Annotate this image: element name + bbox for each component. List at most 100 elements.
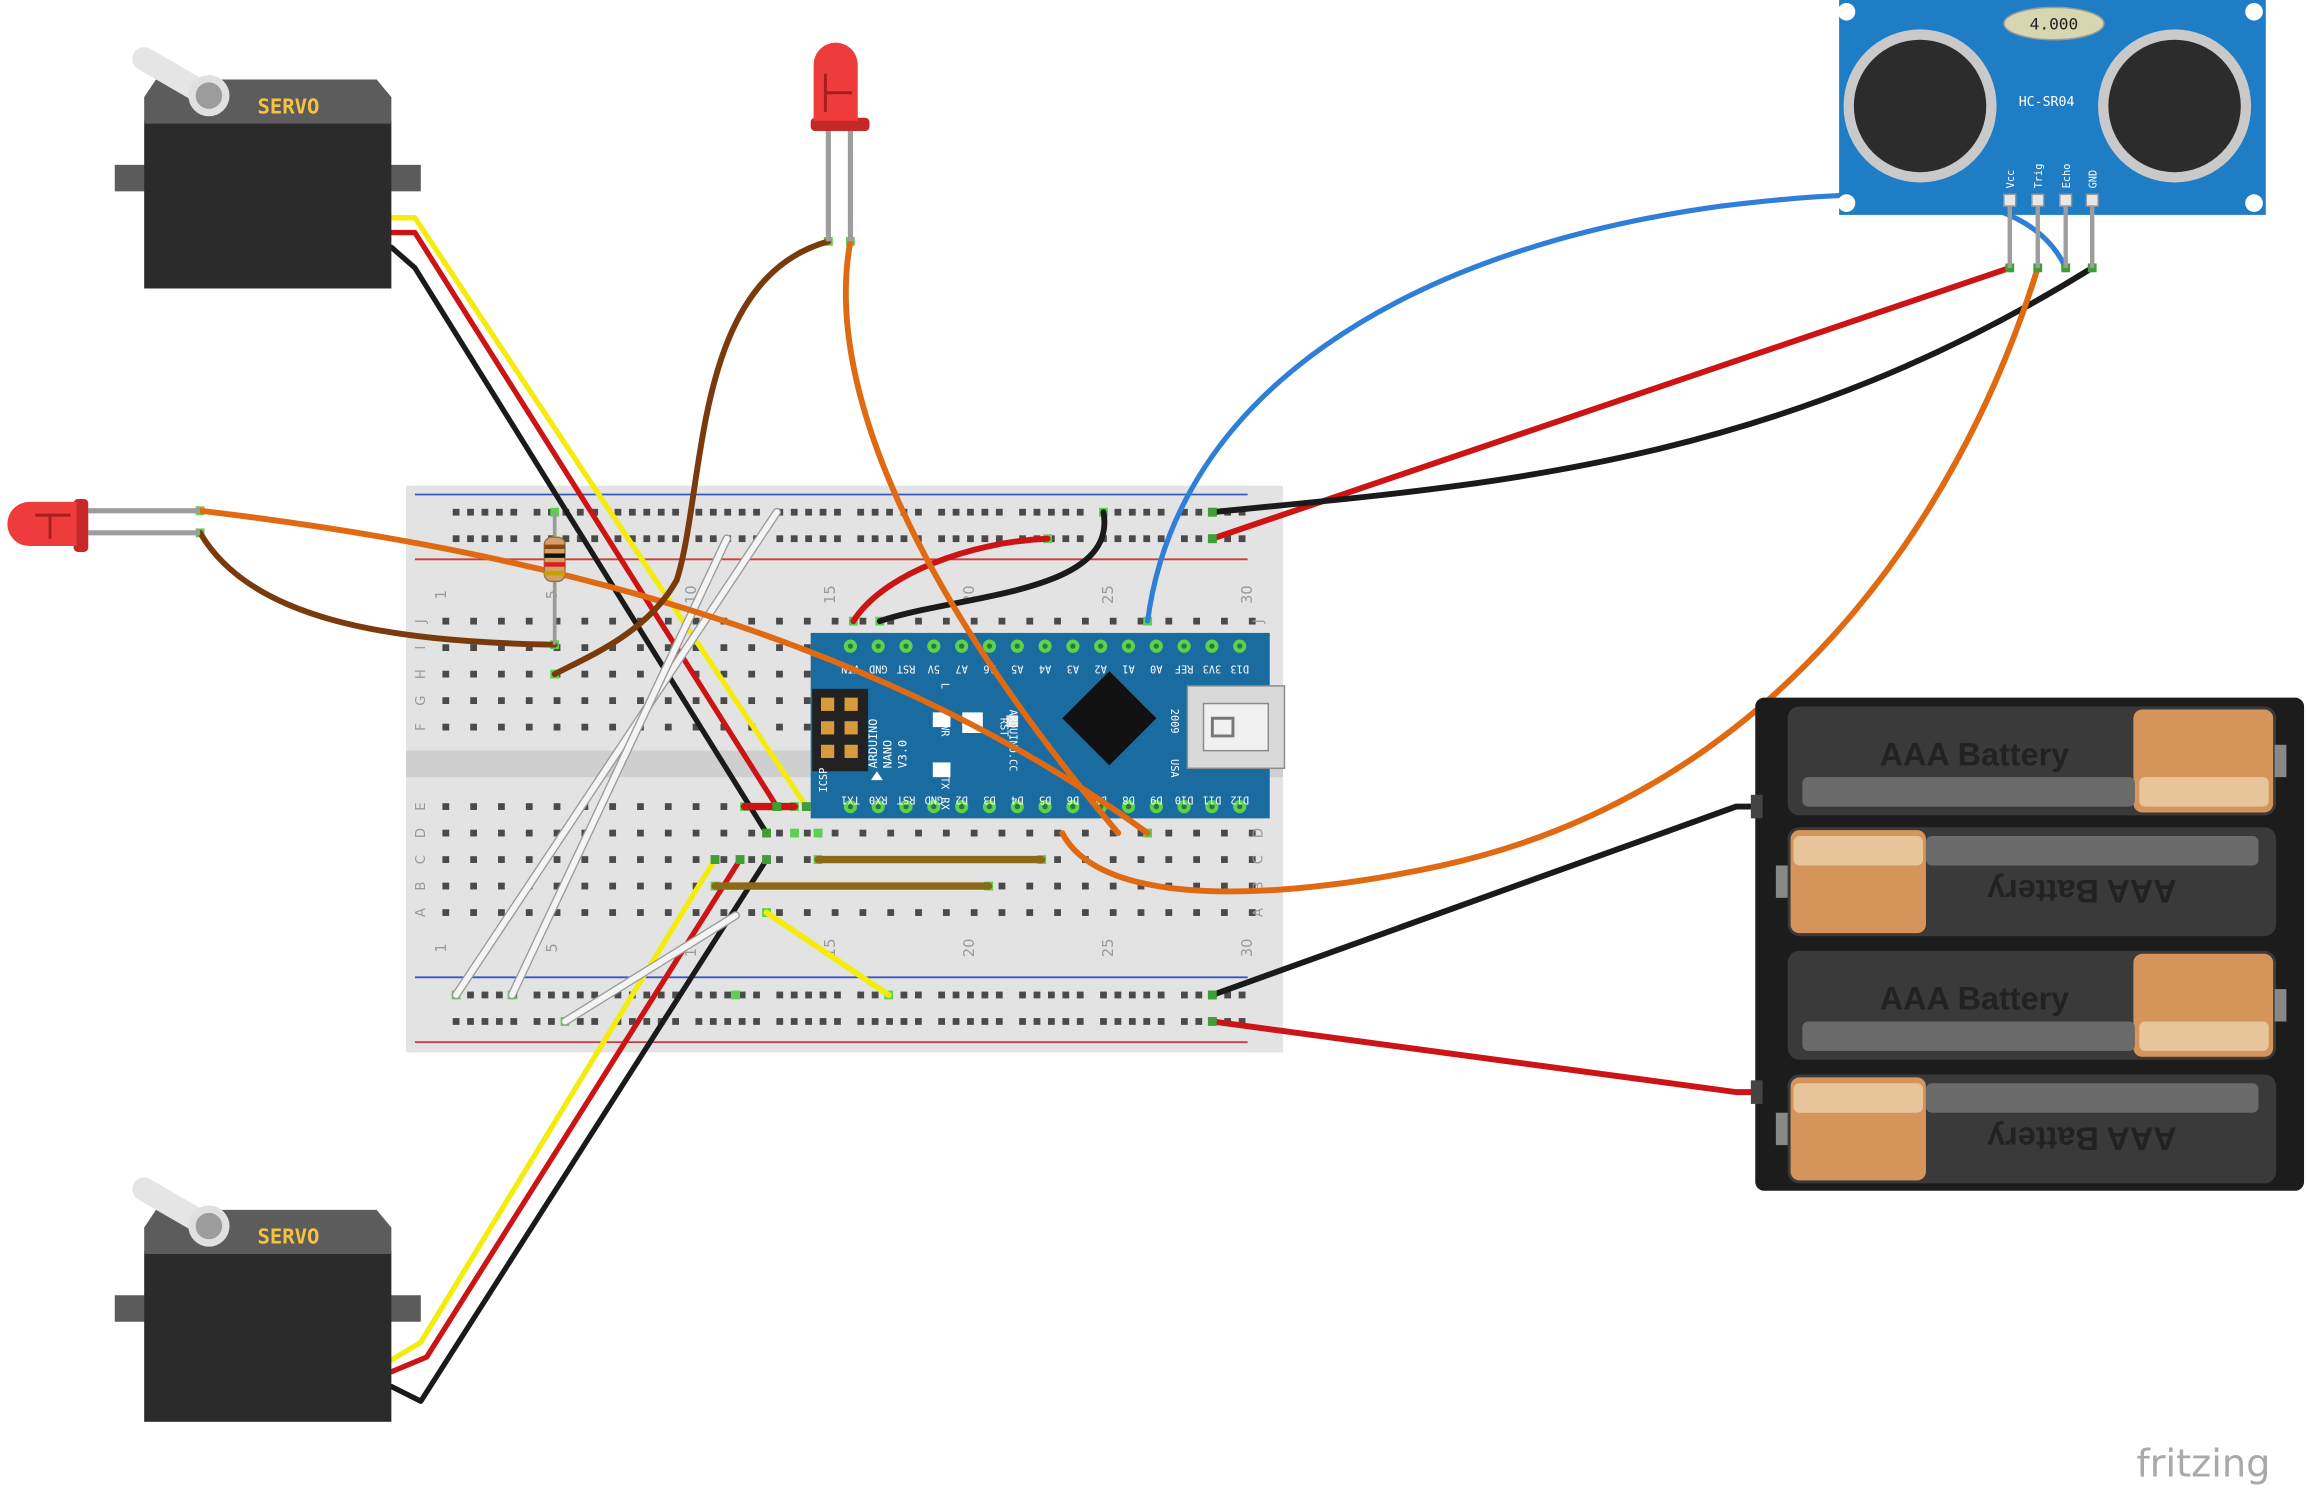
column-number: 5 [544,943,561,952]
arduino-pin-label: D6 [1067,793,1079,805]
rail-hole [481,508,489,516]
breadboard-hole [942,909,950,916]
rail-hole [834,508,841,516]
rail-hole [695,1018,703,1025]
rail-hole [495,991,503,999]
breadboard-hole [1109,829,1117,837]
sensor-pin-label: Vcc [2005,170,2017,189]
rail-hole [1062,535,1070,543]
arduino-misc-label: RX [939,797,951,810]
breadboard-hole [1026,909,1034,916]
breadboard-hole [442,670,450,678]
breadboard-hole [609,856,617,863]
rail-hole [643,1018,651,1025]
rail-hole [981,508,989,516]
rail-hole [776,1018,784,1025]
arduino-pin-label: RST [897,793,916,805]
wire-end [762,855,771,864]
wire [876,509,1108,625]
rail-hole [1114,1018,1122,1025]
sensor-pin-label: Trig [2033,164,2045,189]
rail-hole [1062,508,1070,516]
sensor-model-label: HC-SR04 [2019,95,2075,110]
rail-hole [857,508,865,516]
breadboard-hole [970,909,978,916]
breadboard-hole [581,644,589,652]
breadboard-hole [831,617,839,625]
breadboard-hole [637,803,644,810]
rail-hole [614,535,622,543]
rail-hole [915,508,922,516]
breadboard-hole [553,856,561,863]
column-number: 30 [1239,939,1256,958]
rail-hole [481,1018,489,1025]
rail-hole [481,991,489,999]
breadboard-hole [637,644,644,652]
arduino-pin-label: D3 [983,793,995,805]
sensor-pin-label: GND [2088,170,2100,189]
rail-hole [805,535,813,543]
battery-label: AAA Battery [1880,981,2069,1017]
breadboard-hole [637,856,644,863]
breadboard-hole [470,829,477,837]
rail-hole [467,991,474,999]
arduino-pin-label: D11 [1203,793,1222,805]
arduino-pin-label: A1 [1122,662,1134,674]
breadboard-hole [776,644,783,652]
breadboard-hole [609,803,617,810]
sensor-pin-label: Echo [2061,164,2073,189]
breadboard-hole [776,909,783,916]
breadboard-hole [1165,617,1173,625]
wire [1059,264,2041,895]
rail-hole [915,991,922,999]
rail-hole [805,991,813,999]
breadboard-hole [859,617,867,625]
breadboard-hole [1221,856,1228,863]
wire [388,856,770,1404]
row-letter: G [414,695,429,705]
breadboard-hole [664,697,672,704]
led-red-left [7,498,201,552]
wire-end [1207,507,1217,517]
rail-hole [1076,991,1084,999]
arduino-misc-label: 2009 [1168,709,1180,734]
rail-hole [1048,1018,1055,1025]
arduino-pin-label: GND [869,662,888,674]
breadboard-hole [664,803,672,810]
rail-hole [533,535,541,543]
rail-hole [1019,1018,1026,1025]
arduino-pin-label: D12 [1230,793,1249,805]
breadboard-hole [442,856,450,863]
rail-hole [1019,508,1026,516]
breadboard-hole [942,829,950,837]
rail-hole [967,1018,974,1025]
breadboard-hole [1221,882,1228,890]
sensor-pin-labels: Vcc Trig Echo GND [2005,164,2099,189]
rail-hole [614,508,622,516]
wire-end [762,828,771,838]
wire-end [710,855,720,864]
arduino-pin-label: GND [925,793,944,805]
rail-hole [1114,508,1122,516]
breadboard-hole [720,803,728,810]
breadboard-hole [1165,856,1173,863]
breadboard-hole [553,909,561,916]
rail-hole [495,535,503,543]
column-number: 1 [433,590,450,599]
breadboard-hole [498,723,505,731]
rail-hole [871,535,879,543]
arduino-pin-label: D4 [1011,793,1023,805]
breadboard-hole [720,909,728,916]
breadboard-hole [442,909,450,916]
wire [1209,1018,1762,1096]
rail-hole [871,991,879,999]
breadboard-hole [1137,856,1145,863]
arduino-pin-label: D10 [1175,793,1194,805]
breadboard-hole [1026,882,1034,890]
rail-hole [1238,508,1246,516]
breadboard-hole [831,909,839,916]
rail-hole [548,1018,555,1025]
breadboard-hole [1137,909,1145,916]
